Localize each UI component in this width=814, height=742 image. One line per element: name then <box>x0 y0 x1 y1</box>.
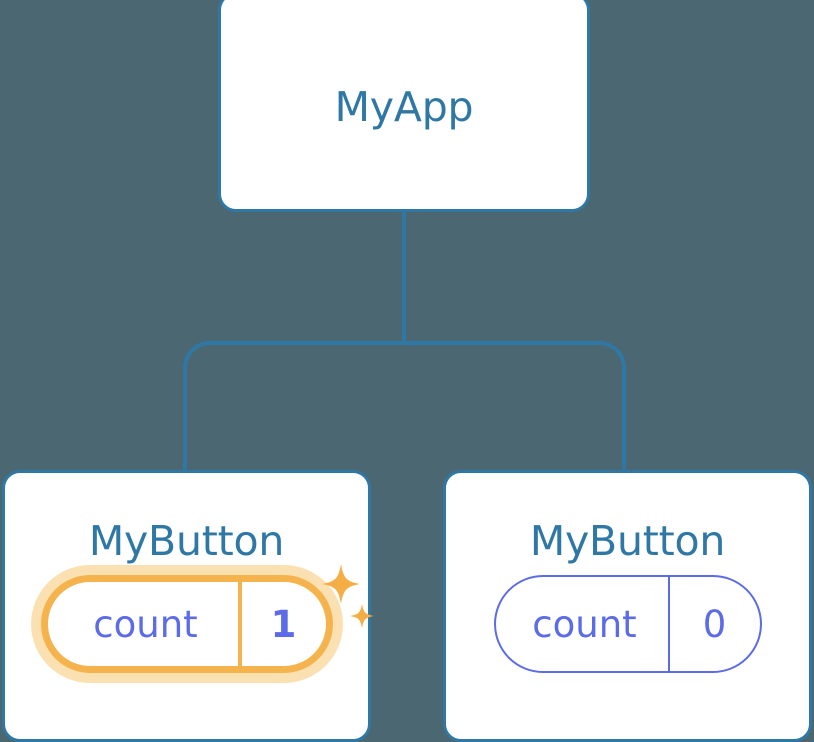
node-mybutton-left[interactable]: MyButton count 1 <box>2 470 374 742</box>
prop-key-count-left: count <box>93 602 198 646</box>
prop-pill-wrap-right: count 0 <box>446 575 809 673</box>
prop-value-count-right: 0 <box>667 577 760 671</box>
node-myapp[interactable]: MyApp <box>218 0 590 212</box>
node-myapp-title: MyApp <box>334 83 474 131</box>
prop-value-count-left: 1 <box>237 582 326 666</box>
node-mybutton-right[interactable]: MyButton count 0 <box>443 470 812 742</box>
prop-pill-count-plain[interactable]: count 0 <box>493 575 762 673</box>
node-mybutton-right-title: MyButton <box>529 517 726 565</box>
edge-branch-bus <box>183 341 626 472</box>
prop-key-count-right: count <box>532 602 637 646</box>
node-mybutton-left-title: MyButton <box>88 517 285 565</box>
prop-pill-count-highlighted[interactable]: count 1 <box>40 564 374 673</box>
prop-pill-wrap-left: count 1 <box>5 564 374 673</box>
